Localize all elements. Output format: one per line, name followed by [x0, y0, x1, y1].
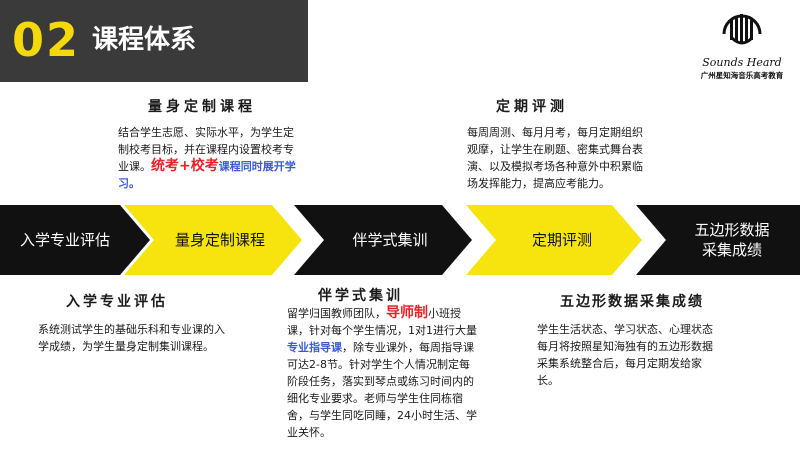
arrow-shape-4	[466, 205, 642, 275]
companion-train-highlight-red: 导师制	[386, 305, 428, 321]
custom-course-text: 结合学生志愿、实际水平，为学生定制校考目标，并在课程内设置校考专业课。	[118, 126, 294, 173]
section-number: 02	[12, 13, 81, 67]
logo-caption: 广州星知海音乐高考教育	[700, 71, 784, 80]
arrow-shape-1	[0, 205, 150, 275]
arrow-label-custom-course: 量身定制课程	[174, 231, 265, 249]
companion-train-highlight-blue: 专业指导课	[287, 341, 342, 354]
arrow-label-companion-train: 伴学式集训	[352, 231, 428, 249]
regular-test-title: 定期评测	[496, 99, 568, 115]
arrow-label-regular-test: 定期评测	[531, 231, 592, 249]
companion-train-text-1: 留学归国教师团队，	[287, 307, 386, 320]
entry-eval-body: 系统测试学生的基础乐科和专业课的入学成绩，为学生量身定制集训课程。	[38, 323, 225, 353]
companion-train-body: 留学归国教师团队，导师制小班授课，针对每个学生情况，1对1进行大量专业指导课，除…	[287, 305, 477, 441]
custom-course-highlight-blue: 课程同时展开学习。	[118, 160, 296, 190]
custom-course-highlight-red: 统考+校考	[151, 158, 219, 174]
regular-test-body: 每周周测、每月月考，每月定期组织观摩，让学生在刷题、密集式舞台表演、以及模拟考场…	[467, 126, 643, 190]
brand-logo: Sounds Heard 广州星知海音乐高考教育	[690, 4, 794, 84]
five-dim-title: 五边形数据采集成绩	[560, 294, 704, 310]
custom-course-title: 量身定制课程	[148, 99, 256, 115]
arrow-shape-5	[636, 205, 800, 275]
arrow-label-five-dim: 五边形数据 采集成绩	[694, 221, 770, 259]
arrow-shape-3	[294, 205, 472, 275]
process-flow: 入学专业评估 量身定制课程 伴学式集训 定期评测 五边形数据 采集成绩	[0, 205, 800, 275]
custom-course-body: 结合学生志愿、实际水平，为学生定制校考目标，并在课程内设置校考专业课。统考+校考…	[118, 124, 304, 192]
arrow-shape-2	[124, 205, 302, 275]
page-title: 课程体系	[92, 25, 197, 55]
logo-script-text: Sounds Heard	[702, 56, 782, 69]
five-dim-body: 学生生活状态、学习状态、心理状态每月将按照星知海独有的五边形数据采集系统整合后，…	[537, 323, 713, 387]
arrow-label-entry-eval: 入学专业评估	[19, 231, 110, 249]
entry-eval-title: 入学专业评估	[66, 294, 168, 310]
header-bar: 02 课程体系	[0, 0, 308, 82]
companion-train-text-2: 小班授课，针对每个学生情况，1对1进行大量	[287, 307, 477, 337]
piano-logo-icon	[722, 14, 762, 45]
process-arrows	[0, 205, 800, 275]
companion-train-title: 伴学式集训	[318, 288, 403, 304]
companion-train-text-3: ，除专业课外，每周指导课可达2-8节。针对学生个人情况制定每阶段任务，落实到琴点…	[287, 341, 477, 439]
